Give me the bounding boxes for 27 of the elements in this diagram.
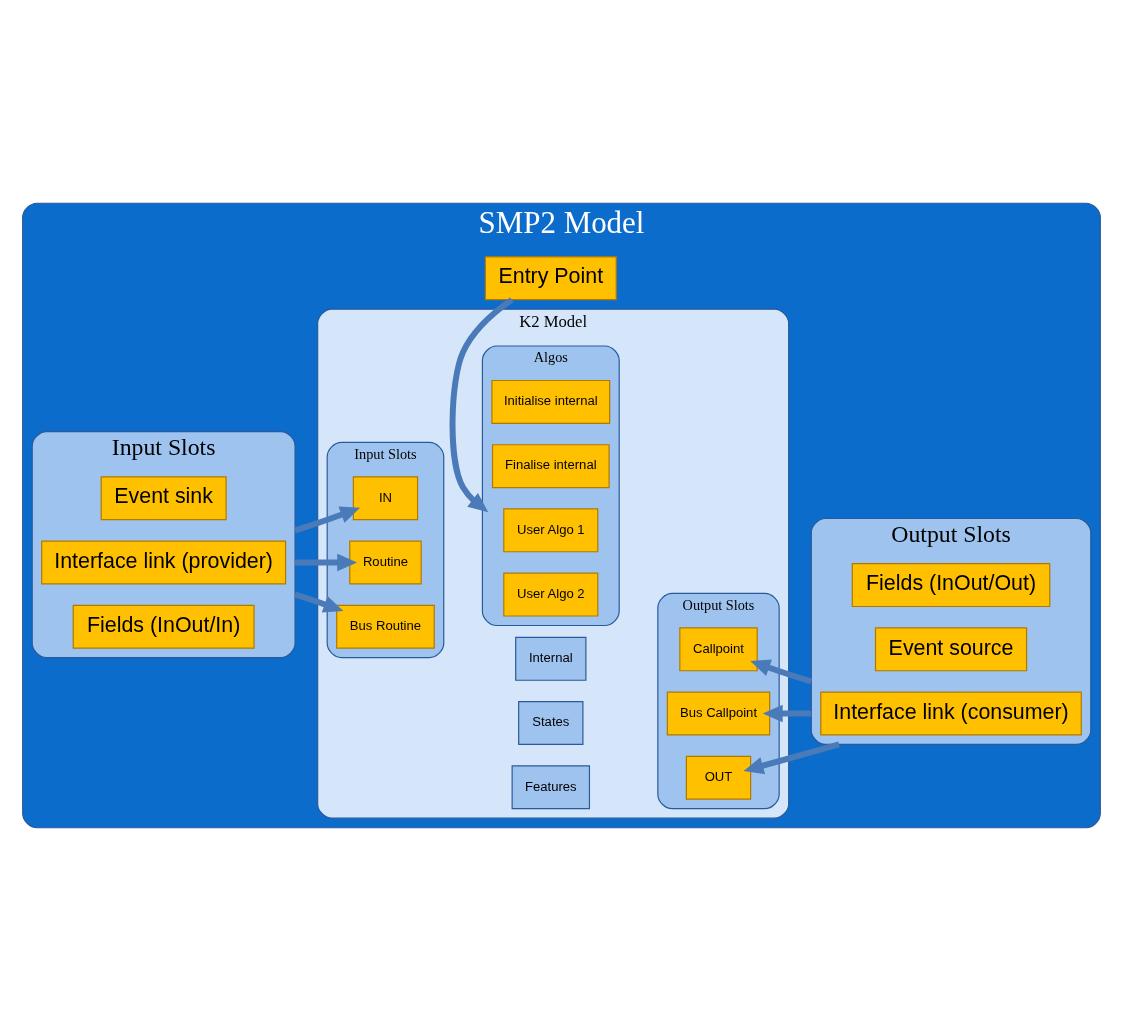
node-box: States (518, 700, 584, 745)
node-box: Entry Point (484, 255, 617, 300)
arrow (743, 741, 840, 774)
node-box: Finalise internal (491, 443, 610, 488)
arrow (762, 704, 812, 722)
node-box: Interface link (provider) (41, 539, 287, 584)
arrow (750, 659, 813, 684)
node-box: Bus Routine (336, 604, 435, 649)
node-box: Initialise internal (491, 379, 611, 424)
node-box: OUT (685, 755, 752, 800)
node-box: Callpoint (679, 626, 758, 671)
node-box: Interface link (consumer) (820, 691, 1082, 736)
node-box: Internal (515, 636, 587, 681)
node-box: Event source (874, 626, 1028, 671)
arrow (295, 553, 358, 571)
node-box: Fields (InOut/Out) (851, 562, 1051, 607)
node-box: Bus Callpoint (666, 691, 771, 736)
node-box: Features (511, 764, 591, 809)
arrow (294, 591, 344, 612)
node-box: User Algo 2 (503, 572, 599, 617)
node-box: Routine (349, 539, 422, 584)
node-box: User Algo 1 (503, 507, 599, 552)
node-box: IN (352, 475, 419, 520)
node-box: Event sink (100, 475, 227, 520)
arrow (449, 296, 514, 512)
node-box: Fields (InOut/In) (72, 604, 255, 649)
arrow (294, 506, 361, 533)
